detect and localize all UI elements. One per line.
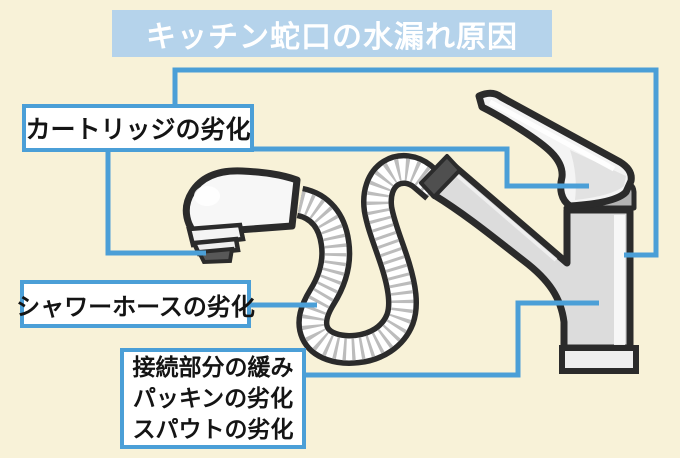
- callout-shower-hose-label: シャワーホースの劣化: [16, 293, 255, 321]
- callout-cartridge-label: カートリッジの劣化: [25, 116, 251, 144]
- hose-dock-collar: [419, 154, 462, 199]
- title-banner: キッチン蛇口の水漏れ原因: [112, 10, 552, 57]
- callout-connection: 接続部分の緩み パッキンの劣化 スパウトの劣化: [120, 348, 306, 449]
- spray-head-icon: [182, 167, 301, 265]
- callout-connection-line2: パッキンの劣化: [132, 385, 294, 411]
- connector-cartridge-to-handle: [250, 146, 589, 189]
- handle-gloss: [488, 99, 616, 172]
- callout-cartridge: カートリッジの劣化: [22, 104, 254, 152]
- connector-cartridge-to-sprayhead: [105, 148, 206, 256]
- faucet-handle-icon: [475, 89, 635, 210]
- spout-sheen: [454, 172, 558, 262]
- callout-connection-line3: スパウトの劣化: [132, 416, 294, 442]
- spray-head-highlight: [194, 186, 220, 206]
- spray-nozzle-tip: [195, 246, 235, 265]
- page-title: キッチン蛇口の水漏れ原因: [146, 20, 518, 54]
- callout-shower-hose: シャワーホースの劣化: [16, 280, 255, 328]
- connector-cartridge-to-body: [172, 67, 659, 258]
- faucet-base: [559, 345, 639, 374]
- shower-hose-icon: [295, 152, 447, 366]
- body-highlight: [614, 215, 625, 345]
- callout-connection-line1: 接続部分の緩み: [132, 354, 294, 380]
- connector-connection-label: [302, 300, 599, 378]
